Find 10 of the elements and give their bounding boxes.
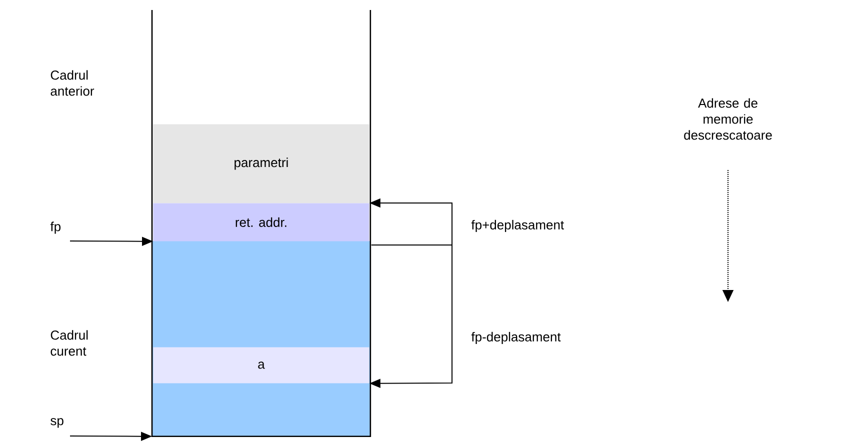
- text-label: fp: [50, 222, 60, 234]
- edge-label: fp+deplasament: [471, 220, 564, 232]
- stack-slot: a: [153, 347, 370, 384]
- text-label: Cadrul curent: [50, 330, 88, 356]
- edge-label: fp-deplasament: [471, 332, 561, 344]
- stack-slot: parametri: [153, 124, 370, 204]
- text-label: Cadrul anterior: [50, 70, 94, 96]
- text-label: Adrese de memorie descrescatoare: [684, 98, 772, 140]
- text-label: sp: [50, 418, 64, 428]
- stack-slot: ret. addr.: [153, 203, 370, 242]
